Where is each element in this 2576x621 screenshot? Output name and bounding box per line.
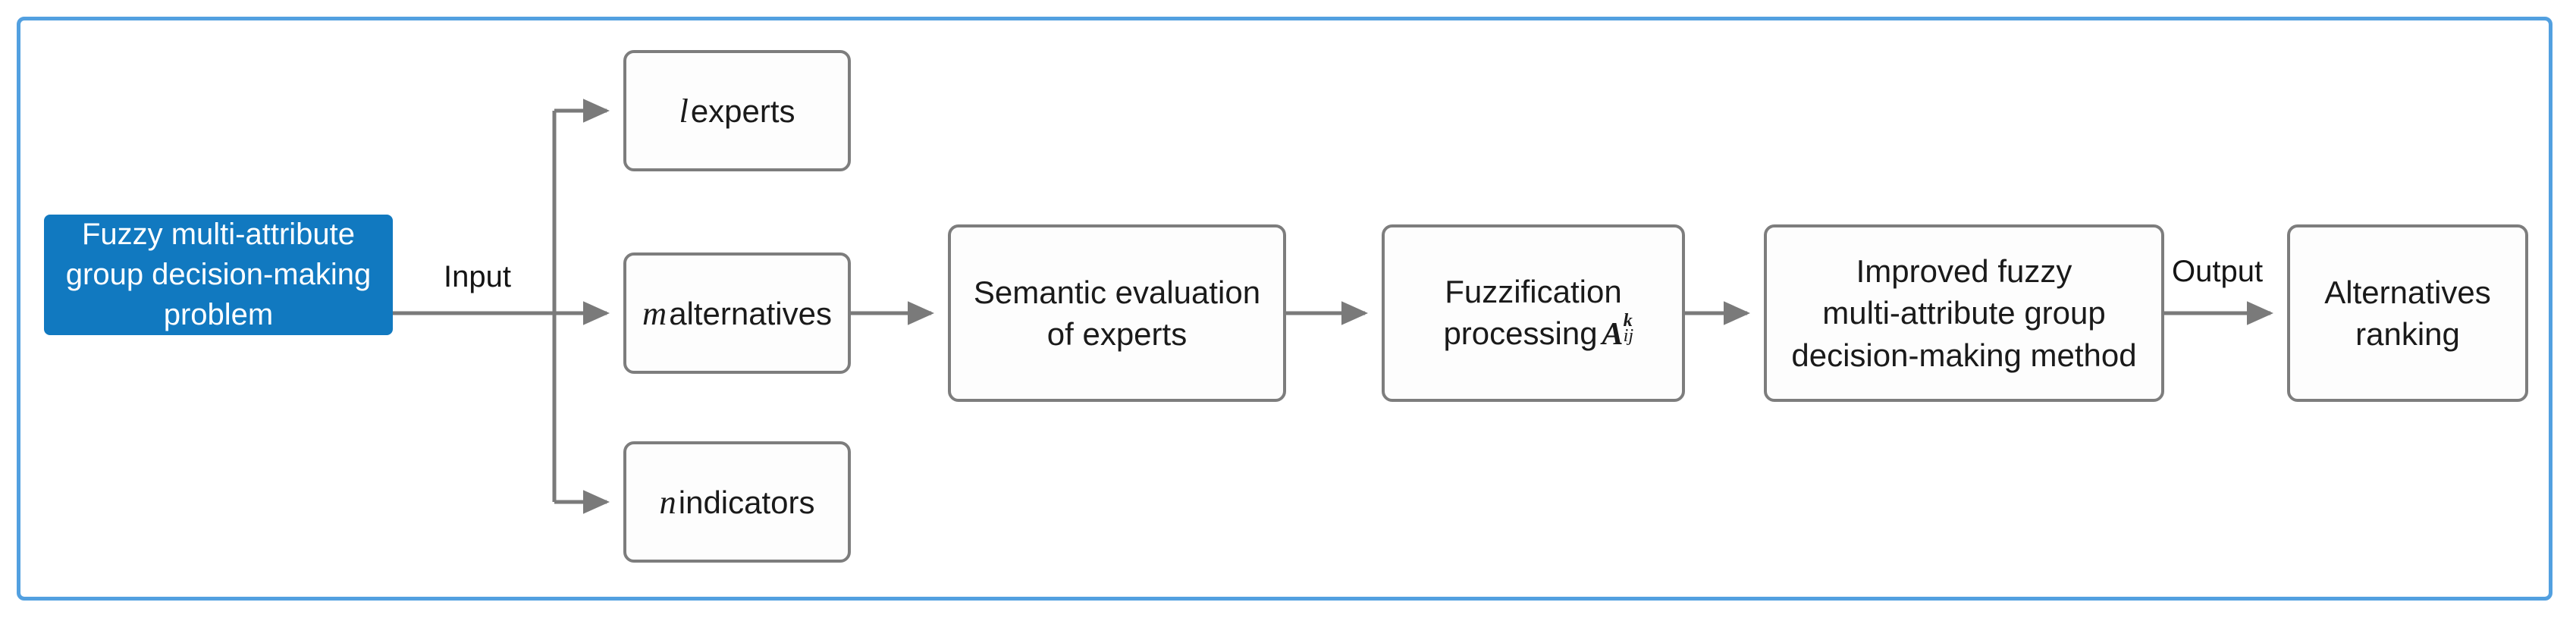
- node-alternatives-ranking-label: Alternatives ranking: [2324, 274, 2491, 352]
- node-alternatives-ranking[interactable]: Alternatives ranking: [2287, 224, 2528, 402]
- math-superscript-k: k: [1623, 309, 1633, 331]
- math-subscript-ij: ij: [1623, 325, 1634, 346]
- node-improved-method-label: Improved fuzzy multi-attribute group dec…: [1791, 252, 2137, 373]
- node-semantic-evaluation-label: Semantic evaluation of experts: [973, 274, 1261, 352]
- symbol-n: n: [659, 482, 676, 521]
- node-fuzzy-problem[interactable]: Fuzzy multi-attribute group decision-mak…: [44, 215, 393, 335]
- edge-label-input: Input: [442, 260, 513, 294]
- node-fuzzification-processing-label: Fuzzification processing: [1443, 273, 1622, 351]
- node-semantic-evaluation[interactable]: Semantic evaluation of experts: [948, 224, 1286, 402]
- edge-label-output: Output: [2170, 255, 2265, 289]
- node-l-experts-content: lexperts: [668, 89, 805, 133]
- symbol-l: l: [679, 91, 689, 130]
- node-n-indicators-content: nindicators: [648, 480, 825, 525]
- math-base: A: [1602, 317, 1624, 352]
- node-m-alternatives-label: alternatives: [669, 295, 832, 331]
- node-m-alternatives[interactable]: malternatives: [623, 252, 851, 374]
- node-improved-method[interactable]: Improved fuzzy multi-attribute group dec…: [1764, 224, 2164, 402]
- node-fuzzy-problem-label: Fuzzy multi-attribute group decision-mak…: [65, 218, 372, 331]
- node-m-alternatives-content: malternatives: [632, 291, 842, 336]
- node-l-experts-label: experts: [690, 93, 795, 129]
- node-n-indicators[interactable]: nindicators: [623, 441, 851, 563]
- node-n-indicators-label: indicators: [678, 484, 815, 520]
- node-l-experts[interactable]: lexperts: [623, 50, 851, 171]
- symbol-m: m: [642, 293, 667, 332]
